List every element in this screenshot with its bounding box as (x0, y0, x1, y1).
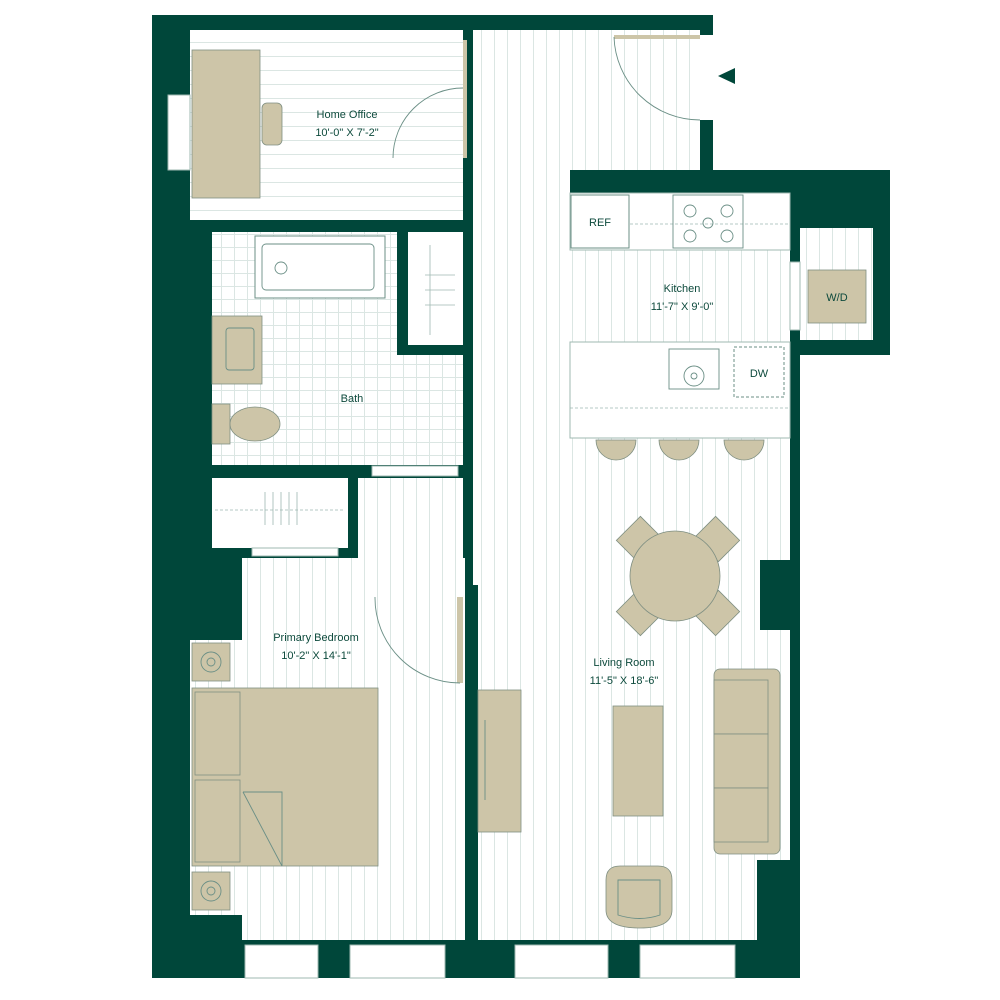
office-door (463, 40, 467, 158)
dw-label: DW (750, 368, 769, 380)
window (371, 465, 459, 477)
window (789, 261, 801, 331)
nightstand (191, 642, 231, 682)
bathtub (254, 235, 386, 299)
bathtub-basin (261, 243, 375, 291)
office-door-swing (392, 87, 464, 159)
windows (167, 94, 801, 979)
kitchen-sink (668, 348, 720, 390)
bedroom-door (457, 597, 463, 683)
tv-console (477, 689, 522, 833)
washer-dryer (807, 269, 867, 324)
primary-bedroom-size: 10'-2" X 14'-1" (281, 650, 351, 662)
column (760, 560, 792, 630)
primary-bedroom-label: Primary Bedroom (273, 632, 359, 644)
coffee-table (612, 705, 664, 817)
doors (374, 35, 735, 684)
home-office-size: 10'-0" X 7'-2" (315, 127, 378, 139)
closet-floor (212, 478, 348, 548)
kitchen-size: 11'-7" X 9'-0" (651, 301, 714, 313)
home-office-label: Home Office (317, 109, 378, 121)
sofa (713, 668, 781, 855)
armchair (605, 865, 673, 929)
desk-chair (261, 102, 283, 146)
vanity (211, 315, 263, 385)
entry-door-swing (613, 36, 701, 121)
bath-floor (397, 355, 463, 465)
window (251, 547, 339, 557)
refrigerator (570, 194, 630, 249)
hallway-floor (473, 30, 700, 170)
dining-table (629, 530, 721, 622)
bathtub-drain (274, 261, 288, 275)
kitchen-label: Kitchen (664, 283, 701, 295)
bar-stools (595, 439, 765, 461)
closet-rod (215, 492, 345, 525)
window (244, 944, 319, 979)
stove (672, 194, 744, 249)
dining-set (615, 515, 741, 637)
wd-label: W/D (826, 292, 847, 304)
ref-label: REF (589, 217, 611, 229)
entry-opening (700, 35, 713, 120)
window (514, 944, 609, 979)
linen-closet-floor (408, 232, 463, 345)
dishwasher (733, 346, 785, 398)
desk (191, 49, 261, 199)
linen-shelves (425, 245, 455, 335)
kitchen-island (569, 341, 791, 439)
toilet-tank (211, 403, 231, 445)
interior-wall (465, 585, 478, 940)
window (167, 94, 191, 171)
entry-door (614, 35, 700, 39)
entry-arrow-icon (718, 68, 735, 84)
living-room-label: Living Room (593, 657, 654, 669)
bedroom-door-swing (374, 596, 461, 684)
window (349, 944, 446, 979)
sink (225, 327, 255, 371)
window (639, 944, 736, 979)
bath-label: Bath (341, 393, 364, 405)
nightstand (191, 871, 231, 911)
bed (191, 687, 379, 867)
living-room-size: 11'-5" X 18'-6" (590, 675, 659, 687)
toilet-bowl (229, 406, 281, 442)
